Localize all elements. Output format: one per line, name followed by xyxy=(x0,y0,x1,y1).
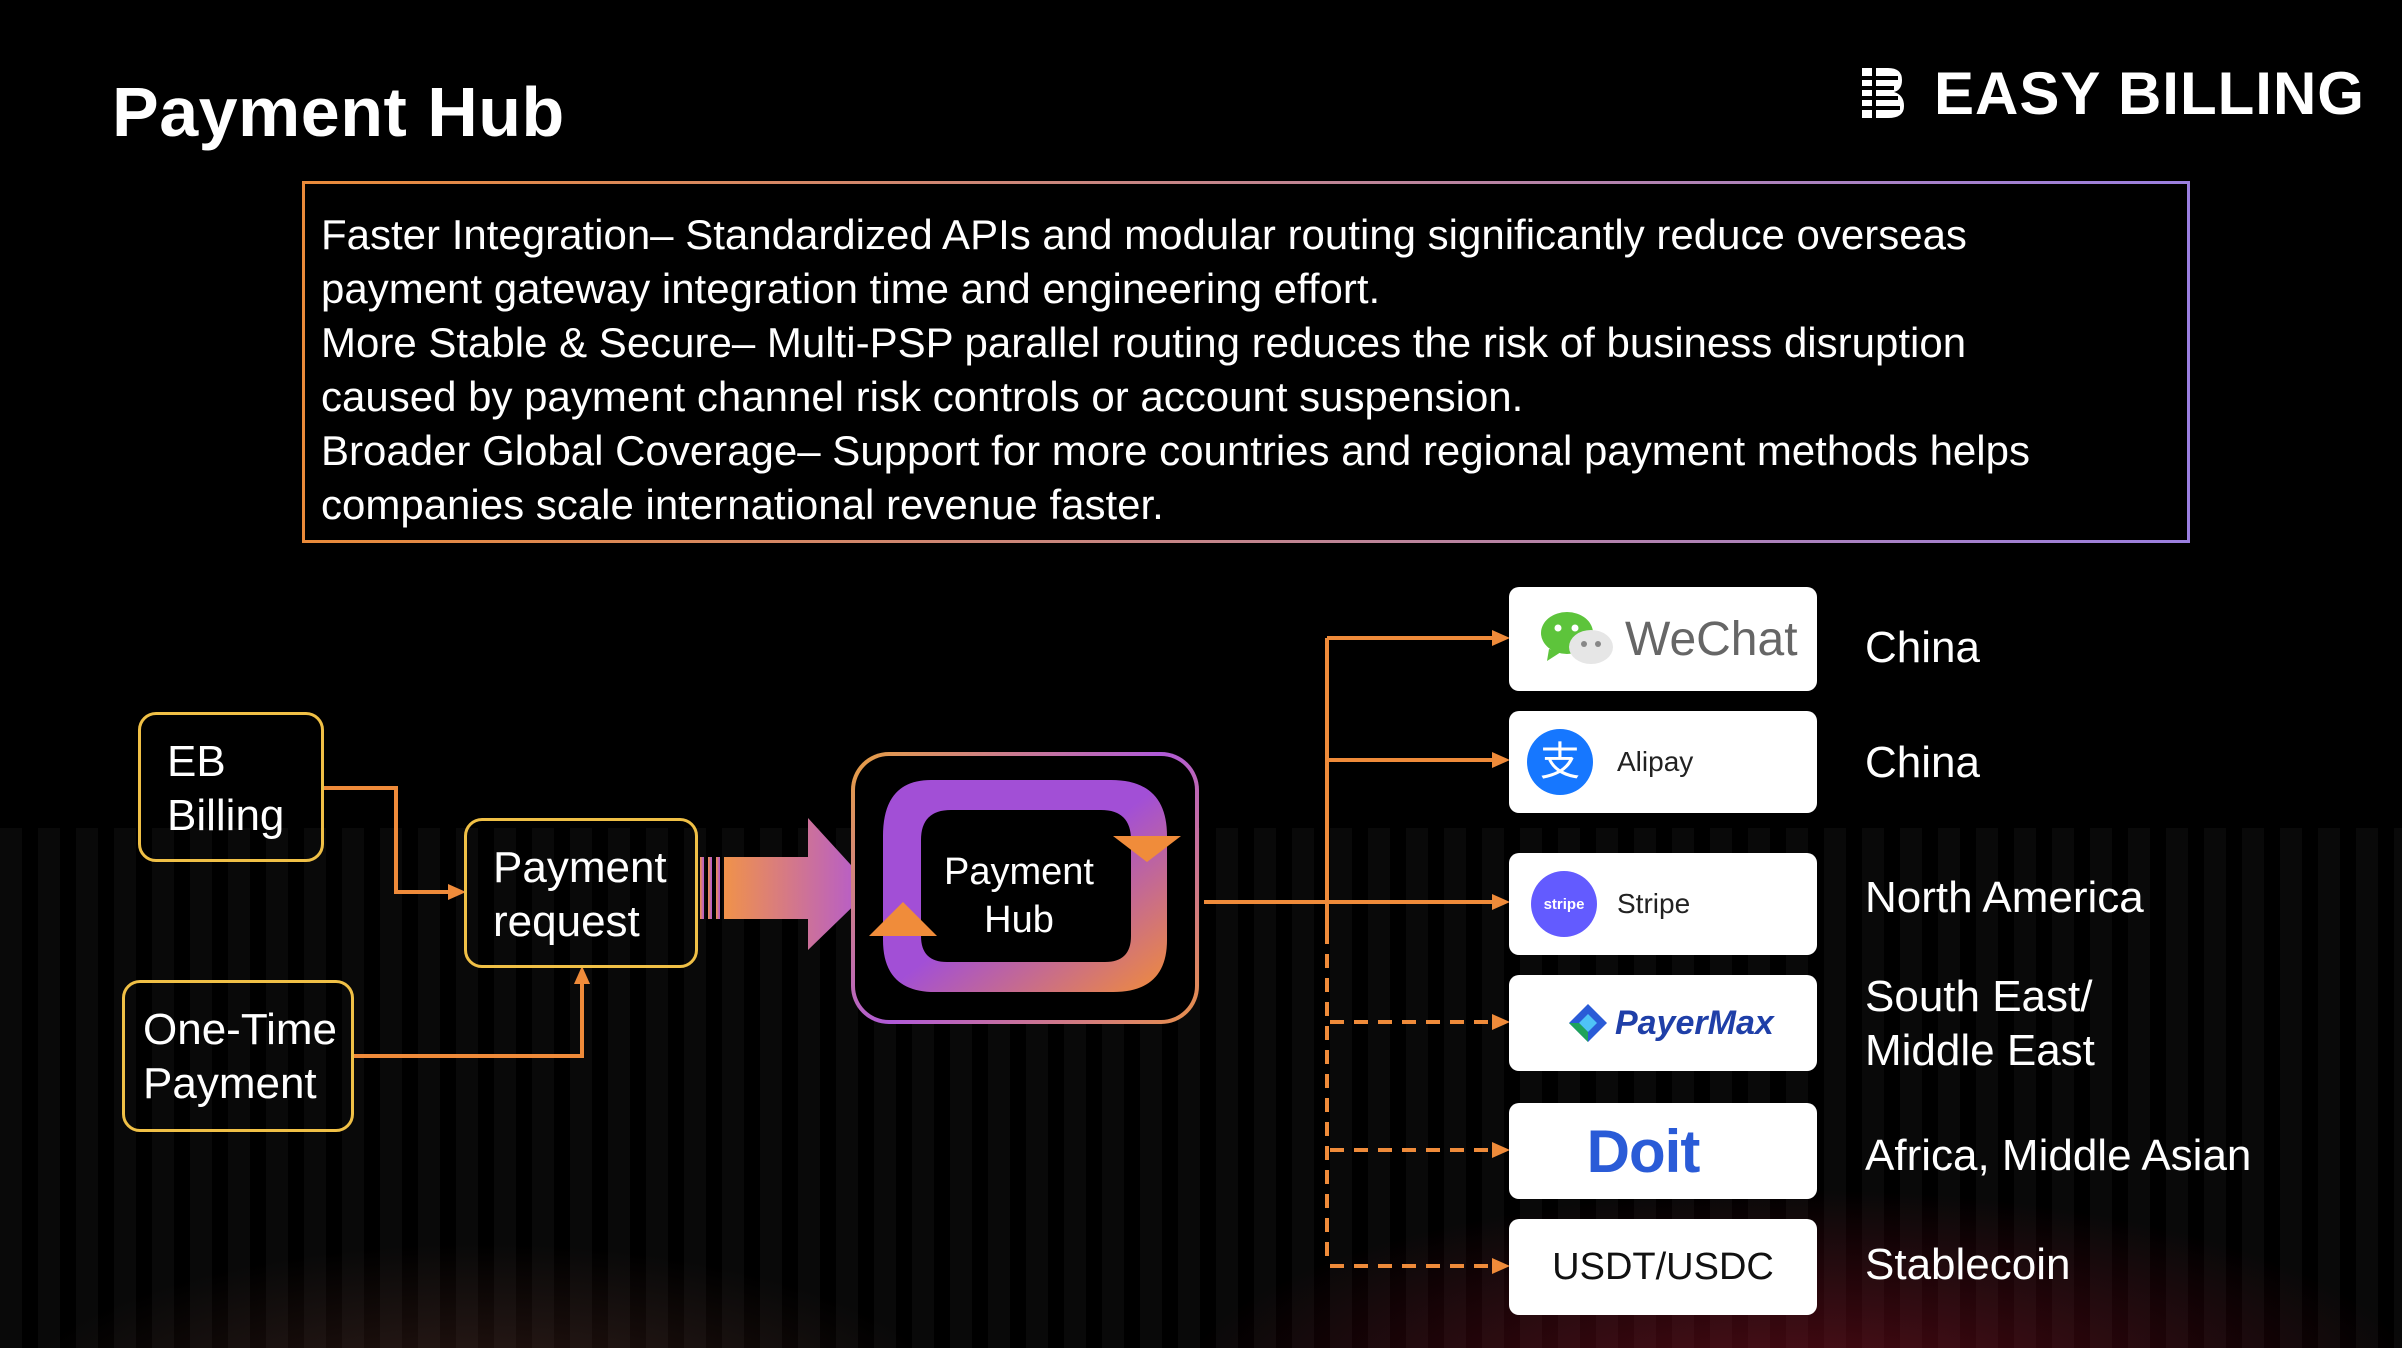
region-label-line: Middle East xyxy=(1865,1026,2095,1075)
big-flow-arrow xyxy=(700,818,872,950)
page-title: Payment Hub xyxy=(112,73,565,151)
arrowhead xyxy=(1492,1258,1510,1274)
hub-ring-overlay xyxy=(869,780,1181,992)
connector-hub-to-providers xyxy=(1204,636,1496,930)
region-label: Stablecoin xyxy=(1865,1240,2071,1289)
region-label: China xyxy=(1865,623,1980,672)
arrowhead xyxy=(1492,1142,1510,1158)
hub-label: Payment Hub xyxy=(895,848,1143,944)
easy-billing-logo-icon xyxy=(1858,68,1904,118)
node-label: EB xyxy=(167,737,226,786)
stripe-icon xyxy=(1531,871,1597,937)
region-label: Africa, Middle Asian xyxy=(1865,1131,2252,1180)
arrowhead xyxy=(448,884,466,900)
node-label: Billing xyxy=(167,791,285,840)
region-label-line: South East/ xyxy=(1865,972,2093,1021)
benefit-line: More Stable & Secure– Multi-PSP parallel… xyxy=(321,319,1967,366)
connector-onetime-to-request xyxy=(352,980,584,1058)
hub-label-line: Payment xyxy=(944,851,1094,893)
wechat-icon xyxy=(1541,612,1613,664)
provider-card-alipay: 支 Alipay xyxy=(1509,711,1817,813)
node-label: request xyxy=(493,897,640,946)
provider-card-payermax: PayerMax xyxy=(1509,975,1817,1071)
payermax-icon xyxy=(1569,1004,1607,1042)
region-label: South East/ Middle East xyxy=(1865,970,2095,1078)
benefit-line: payment gateway integration time and eng… xyxy=(321,265,1381,312)
node-label: Payment xyxy=(493,843,667,892)
arrowhead xyxy=(1492,894,1510,910)
svg-text:支: 支 xyxy=(1540,739,1580,785)
node-label: One-Time xyxy=(143,1005,337,1054)
provider-card-stripe: stripe Stripe xyxy=(1509,853,1817,955)
region-label: North America xyxy=(1865,873,2144,922)
node-label: Payment xyxy=(143,1059,317,1108)
benefit-line: companies scale international revenue fa… xyxy=(321,481,1164,528)
provider-name: PayerMax xyxy=(1615,1003,1774,1042)
brand-name: EASY BILLING xyxy=(1934,59,2365,127)
stripe-icon-text: stripe xyxy=(1543,895,1585,913)
provider-card-doit: Doit xyxy=(1509,1103,1817,1199)
arrowhead xyxy=(1492,630,1510,646)
benefit-line: caused by payment channel risk controls … xyxy=(321,373,1524,420)
provider-name: WeChat xyxy=(1625,612,1798,666)
arrowhead xyxy=(1492,1014,1510,1030)
provider-name: USDT/USDC xyxy=(1552,1245,1774,1288)
provider-name: Doit xyxy=(1586,1117,1701,1185)
arrowhead xyxy=(574,966,590,984)
node-eb-billing: EB Billing xyxy=(138,712,324,862)
provider-name: Stripe xyxy=(1617,888,1691,919)
provider-card-wechat: WeChat xyxy=(1509,587,1817,691)
region-label: China xyxy=(1865,738,1980,787)
brand-logo: EASY BILLING xyxy=(1858,58,2365,128)
benefit-line: Faster Integration– Standardized APIs an… xyxy=(321,211,1967,258)
benefits-box: Faster Integration– Standardized APIs an… xyxy=(302,181,2190,543)
connector-dashed-branches xyxy=(1325,930,1496,1268)
node-payment-request: Payment request xyxy=(464,818,698,968)
benefit-line: Broader Global Coverage– Support for mor… xyxy=(321,427,2030,474)
hub-label-line: Hub xyxy=(984,899,1054,941)
node-one-time-payment: One-Time Payment xyxy=(122,980,354,1132)
connector-eb-to-request xyxy=(323,786,452,894)
arrowhead xyxy=(1492,752,1510,768)
alipay-icon: 支 xyxy=(1527,729,1593,795)
provider-card-usdt-usdc: USDT/USDC xyxy=(1509,1219,1817,1315)
provider-name: Alipay xyxy=(1617,746,1694,777)
